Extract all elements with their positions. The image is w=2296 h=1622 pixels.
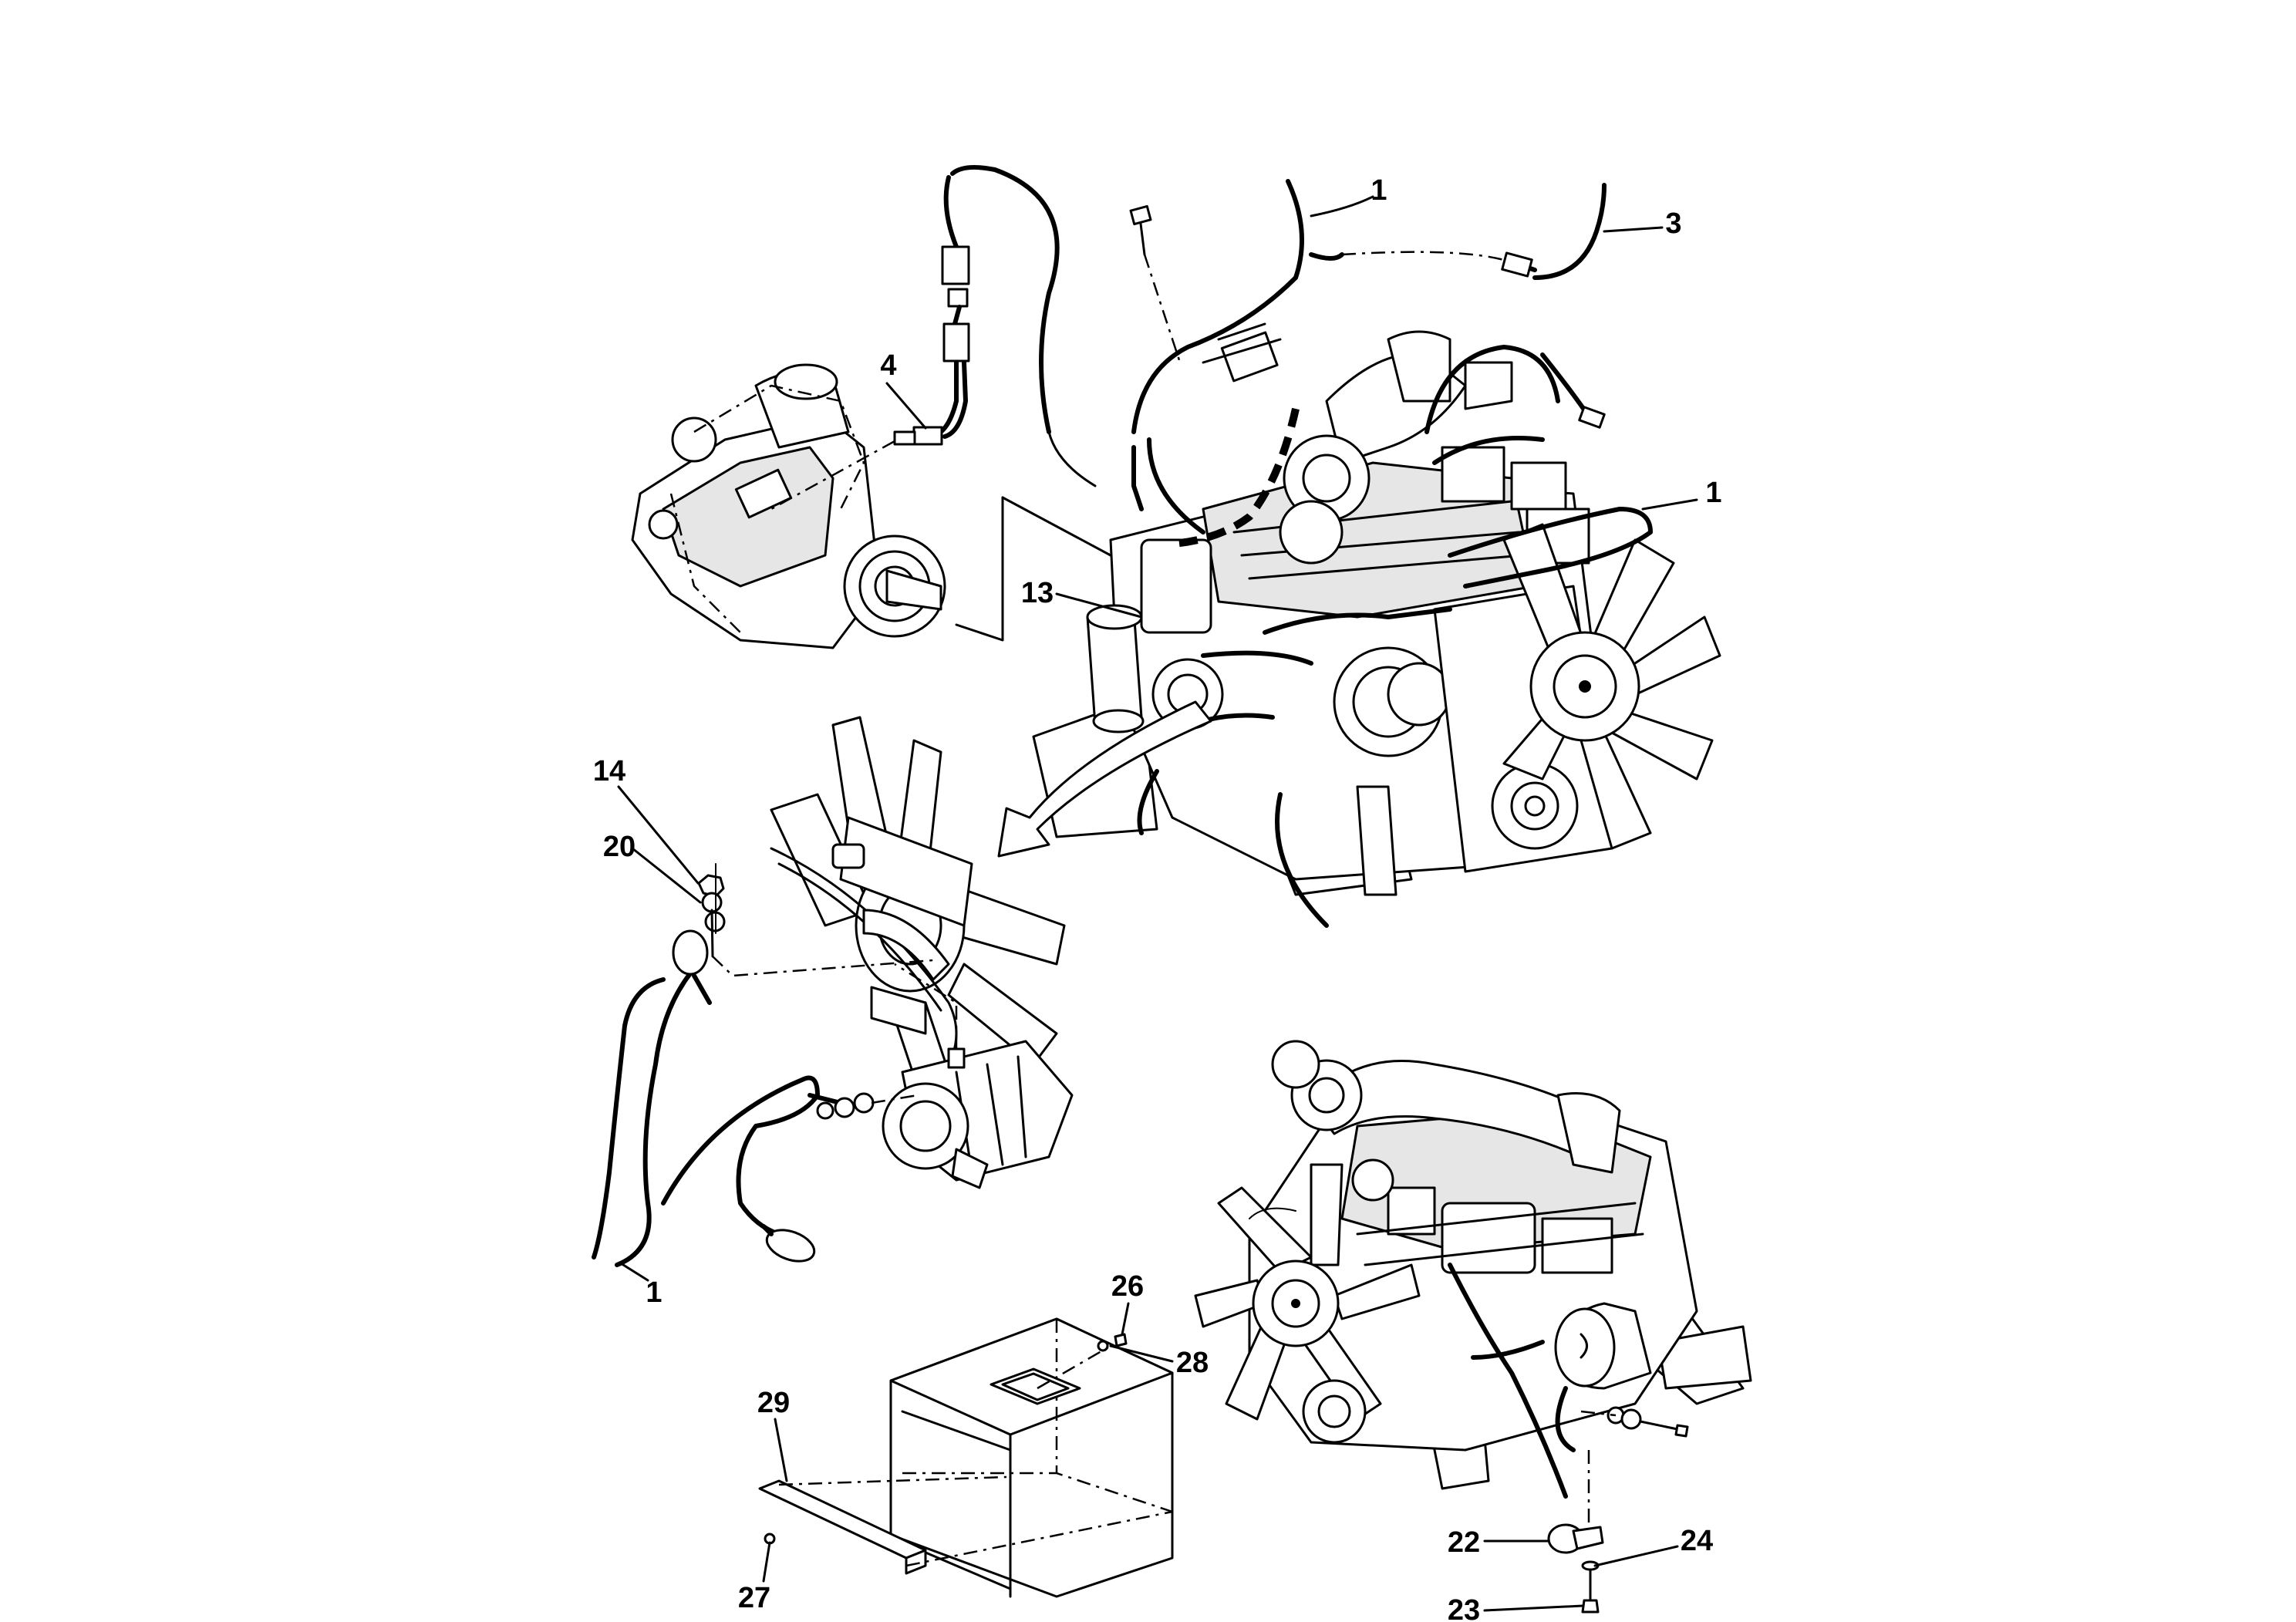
callout-labels: 1 3 4 1 13 14 20 1 26 28 29 27 22 24 23 [593,174,1722,1622]
callout-13: 13 [1021,577,1054,609]
bolt-icon [1129,204,1152,256]
callout-22: 22 [1448,1526,1480,1559]
callout-26: 26 [1111,1270,1144,1303]
engine-fan-bottom [1194,1163,1421,1421]
callout-1-bottom: 1 [646,1276,662,1309]
engine-assembly-top [1032,330,1721,928]
callout-1-right: 1 [1705,477,1721,509]
harness-top [1129,179,1607,534]
leader-lines [617,195,1698,1612]
battery-box [758,1317,1174,1598]
callout-23: 23 [1448,1594,1480,1622]
detail-arrow [997,700,1212,858]
callout-14: 14 [593,755,625,787]
callout-4: 4 [880,349,896,382]
hydraulic-pump [631,363,946,649]
callout-20: 20 [603,831,636,863]
engine-fan-top [1502,523,1721,850]
callout-24: 24 [1681,1525,1713,1557]
alternator-detail [770,716,1074,1189]
ground-cable-detail [592,863,934,1267]
callout-1-top: 1 [1371,174,1387,207]
engine-assembly-bottom [1194,1040,1752,1535]
callout-29: 29 [757,1387,790,1419]
callout-27: 27 [738,1582,770,1614]
ground-clamp-assembly [1547,1523,1604,1614]
pump-sensor-harness [770,164,1097,511]
callout-3: 3 [1665,207,1681,240]
callout-28: 28 [1176,1347,1209,1379]
